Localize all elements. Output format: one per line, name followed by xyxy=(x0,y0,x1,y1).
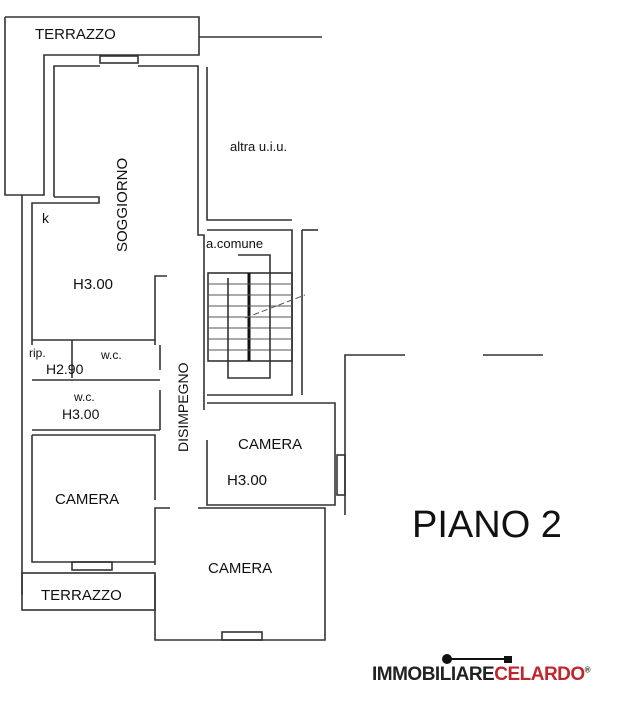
room-label-terrazzo-bottom: TERRAZZO xyxy=(41,587,122,604)
height-label-camera-right: H3.00 xyxy=(227,472,267,489)
brand-logo: IMMOBILIARECELARDO® xyxy=(372,664,591,686)
key-icon xyxy=(442,654,512,664)
room-label-terrazzo-top: TERRAZZO xyxy=(35,26,116,43)
height-label-soggiorno: H3.00 xyxy=(73,276,113,293)
room-label-camera-right: CAMERA xyxy=(238,436,302,453)
registered-mark: ® xyxy=(584,665,591,675)
room-label-altra-uiu: altra u.i.u. xyxy=(230,139,287,154)
room-label-camera-left: CAMERA xyxy=(55,491,119,508)
staircase xyxy=(207,254,306,379)
room-label-disimpegno: DISIMPEGNO xyxy=(175,362,191,452)
height-label-wc-2: H3.00 xyxy=(62,406,100,422)
room-label-camera-bottom: CAMERA xyxy=(208,560,272,577)
room-label-kitchen: k xyxy=(42,210,50,226)
room-label-rip: rip. xyxy=(29,346,46,360)
height-label-rip: H2.90 xyxy=(46,361,84,377)
room-label-soggiorno: SOGGIORNO xyxy=(114,158,131,252)
window xyxy=(99,55,139,64)
floor-label: PIANO 2 xyxy=(412,504,562,546)
room-label-wc-1: w.c. xyxy=(100,348,122,362)
walls xyxy=(4,16,543,641)
logo-part-1: IMMOBILIARE xyxy=(372,664,495,685)
logo-part-2: CELARDO xyxy=(494,664,585,685)
room-label-wc-2: w.c. xyxy=(73,390,95,404)
room-label-common-area: a.comune xyxy=(206,236,263,251)
